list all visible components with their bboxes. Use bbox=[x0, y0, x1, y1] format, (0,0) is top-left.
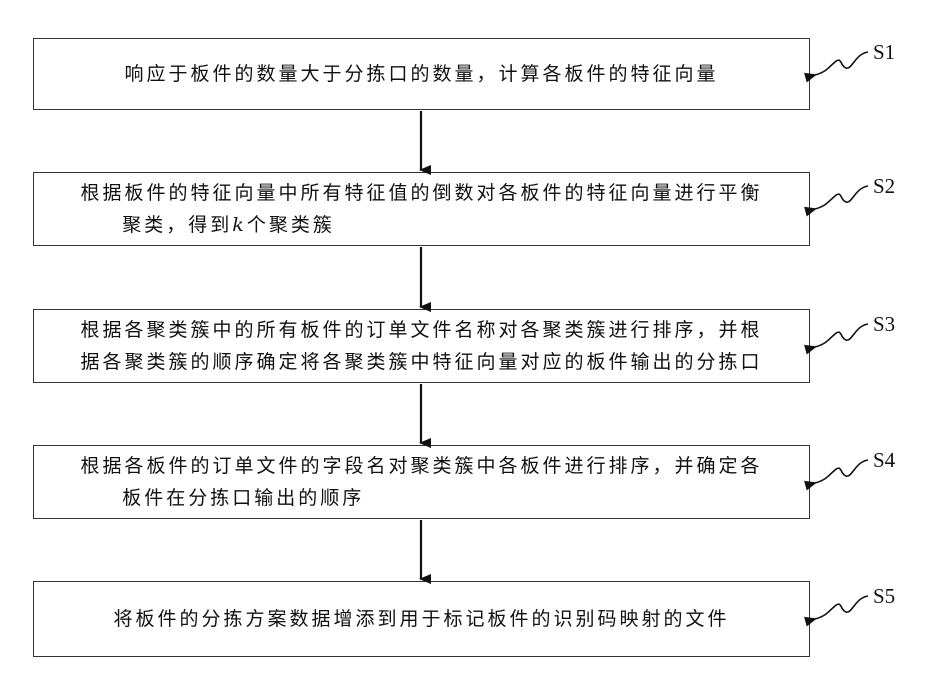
label-pointer-s2 bbox=[815, 186, 868, 209]
label-pointer-s5 bbox=[815, 596, 868, 619]
label-pointer-s3 bbox=[815, 324, 868, 347]
label-pointer-s1 bbox=[815, 52, 868, 75]
label-pointer-s4 bbox=[815, 460, 868, 483]
